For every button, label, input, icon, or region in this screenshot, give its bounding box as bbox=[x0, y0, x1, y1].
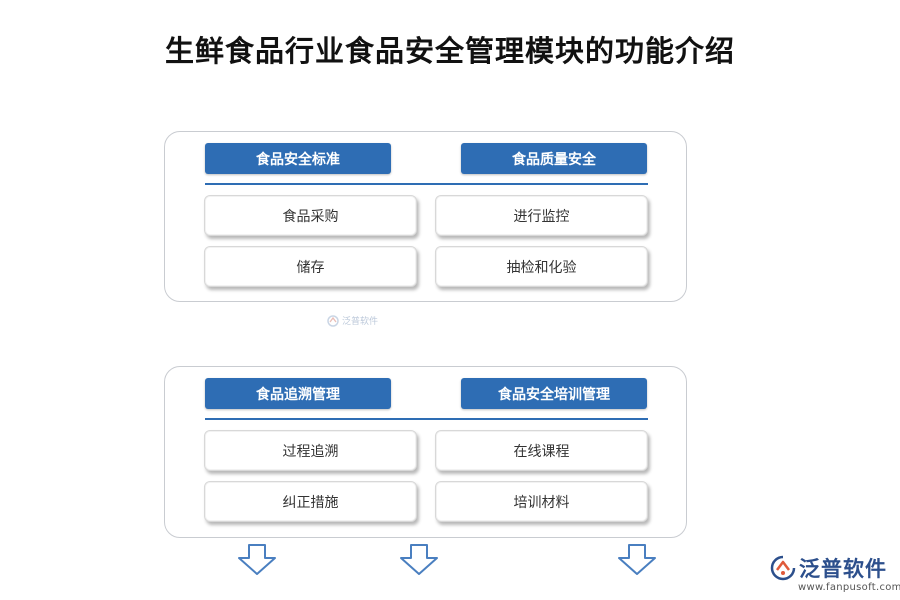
down-arrow-icon bbox=[399, 544, 439, 576]
module-panel-2: 食品追溯管理 食品安全培训管理 过程追溯 在线课程 纠正措施 培训材料 bbox=[164, 366, 687, 538]
divider-line bbox=[205, 418, 648, 420]
fanpu-logo-icon bbox=[327, 314, 339, 327]
item-monitoring: 进行监控 bbox=[435, 195, 648, 236]
module-panel-1: 食品安全标准 食品质量安全 食品采购 进行监控 储存 抽检和化验 bbox=[164, 131, 687, 302]
fanpu-logo-icon bbox=[770, 555, 796, 581]
page-title: 生鲜食品行业食品安全管理模块的功能介绍 bbox=[164, 34, 735, 68]
header-food-traceability: 食品追溯管理 bbox=[205, 378, 391, 409]
item-storage: 储存 bbox=[204, 246, 417, 287]
header-food-safety-standard: 食品安全标准 bbox=[205, 143, 391, 174]
brand-url: www.fanpusoft.com bbox=[798, 582, 900, 593]
header-safety-training: 食品安全培训管理 bbox=[461, 378, 647, 409]
item-online-courses: 在线课程 bbox=[435, 430, 648, 471]
header-food-quality-safety: 食品质量安全 bbox=[461, 143, 647, 174]
down-arrow-icon bbox=[237, 544, 277, 576]
brand-name: 泛普软件 bbox=[799, 557, 887, 581]
item-sampling-testing: 抽检和化验 bbox=[435, 246, 648, 287]
item-food-procurement: 食品采购 bbox=[204, 195, 417, 236]
item-training-materials: 培训材料 bbox=[435, 481, 648, 522]
brand-logo: 泛普软件 www.fanpusoft.com bbox=[770, 553, 900, 597]
watermark-text: 泛普软件 bbox=[342, 317, 379, 327]
divider-line bbox=[205, 183, 648, 185]
item-corrective-measures: 纠正措施 bbox=[204, 481, 417, 522]
item-process-tracing: 过程追溯 bbox=[204, 430, 417, 471]
down-arrow-icon bbox=[617, 544, 657, 576]
watermark-logo: 泛普软件 bbox=[327, 314, 378, 327]
